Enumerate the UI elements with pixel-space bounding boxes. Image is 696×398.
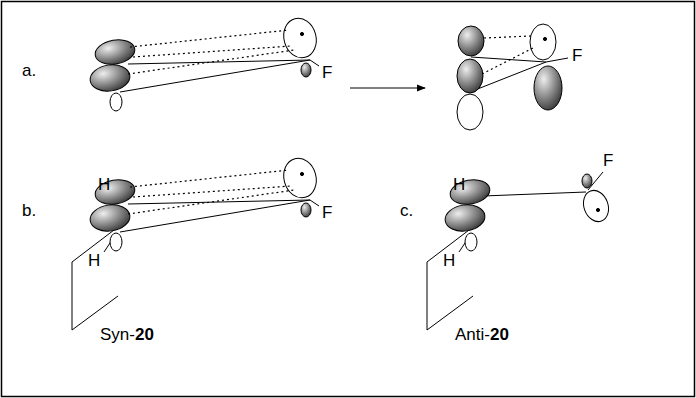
atom-label: H <box>98 176 110 193</box>
atom-label: H <box>88 252 100 269</box>
compound-number: 20 <box>135 326 154 343</box>
atom-label: F <box>572 47 582 64</box>
panel-letter: a. <box>22 62 36 79</box>
compound-name: Syn- <box>100 326 135 343</box>
atom-label: H <box>453 176 465 193</box>
compound-name: Anti- <box>455 326 490 343</box>
atom-label: F <box>322 64 332 81</box>
panel-letter: b. <box>22 202 36 219</box>
compound-number: 20 <box>490 326 509 343</box>
atom-label: F <box>322 204 332 221</box>
atom-label: H <box>443 252 455 269</box>
atom-label: F <box>603 152 613 169</box>
panel-letter: c. <box>400 202 413 219</box>
